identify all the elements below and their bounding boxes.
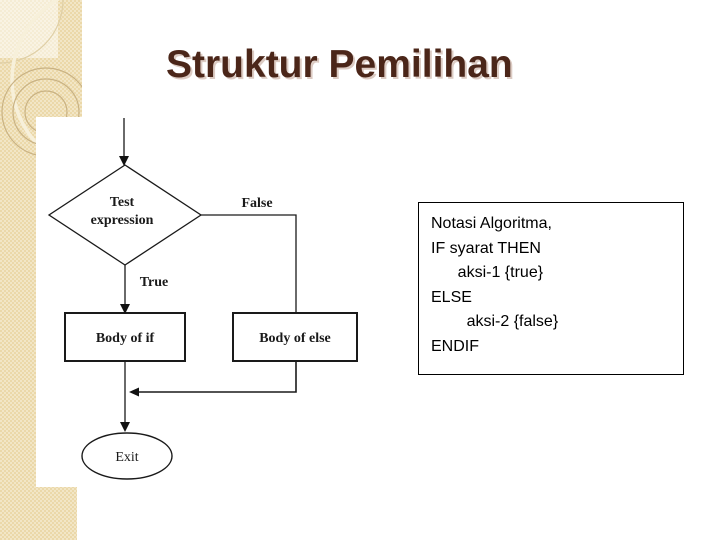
else-join-line [138, 361, 297, 393]
decision-label-line1: Test [110, 195, 135, 210]
if-box-label: Body of if [96, 331, 155, 346]
arrowhead-into-if-box [120, 304, 130, 314]
cream-swoosh-decoration [10, 0, 82, 176]
code-line: IF syarat THEN [431, 239, 541, 257]
exit-label: Exit [115, 450, 138, 465]
code-line: Notasi Algoritma, [431, 215, 552, 232]
code-line: aksi-1 {true} [431, 264, 544, 281]
else-box-label: Body of else [259, 331, 331, 346]
arrowhead-into-diamond [119, 156, 129, 166]
slide-title: Struktur Pemilihan [166, 43, 513, 86]
arrowhead-join-left [129, 387, 139, 397]
false-label: False [241, 196, 272, 211]
decision-label-line2: expression [91, 213, 154, 228]
false-branch-line [201, 214, 297, 313]
code-line: aksi-2 {false} [431, 313, 559, 330]
else-body-box [232, 312, 358, 362]
code-line: ENDIF [431, 337, 479, 355]
exit-terminator [81, 432, 173, 480]
arrowheads [119, 156, 139, 432]
code-line: ELSE [431, 288, 472, 306]
notation-box: Notasi Algoritma, IF syarat THEN aksi-1 … [418, 202, 684, 375]
arrowhead-into-exit [120, 422, 130, 432]
true-label: True [140, 275, 169, 290]
